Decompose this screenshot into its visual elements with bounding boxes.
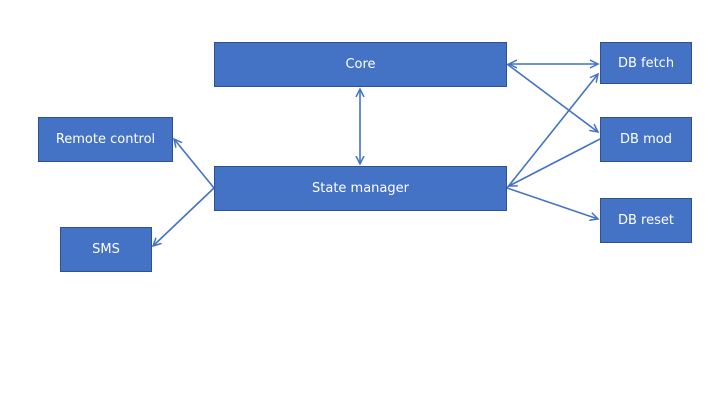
node-db-fetch[interactable]: DB fetch — [600, 42, 692, 84]
edge-state-manager-db-reset — [506, 187, 598, 219]
edge-state-manager-sms — [153, 187, 215, 246]
node-core-label: Core — [345, 57, 376, 72]
node-db-fetch-label: DB fetch — [617, 55, 675, 71]
edge-state-manager-remote-control — [174, 139, 215, 189]
node-state-manager[interactable]: State manager — [214, 166, 507, 211]
node-sms-label: SMS — [92, 242, 120, 257]
node-db-mod-label: DB mod — [620, 132, 672, 147]
node-state-manager-label: State manager — [312, 181, 409, 196]
edge-state-manager-db-fetch — [506, 74, 598, 189]
node-core[interactable]: Core — [214, 42, 507, 87]
node-db-mod[interactable]: DB mod — [600, 117, 692, 162]
node-remote-control[interactable]: Remote control — [38, 117, 173, 162]
edge-db-mod-state-manager — [509, 138, 601, 186]
edge-core-db-mod — [506, 63, 598, 132]
node-db-reset[interactable]: DB reset — [600, 198, 692, 243]
node-remote-control-label: Remote control — [55, 132, 156, 147]
node-sms[interactable]: SMS — [60, 227, 152, 272]
node-db-reset-label: DB reset — [618, 213, 674, 228]
